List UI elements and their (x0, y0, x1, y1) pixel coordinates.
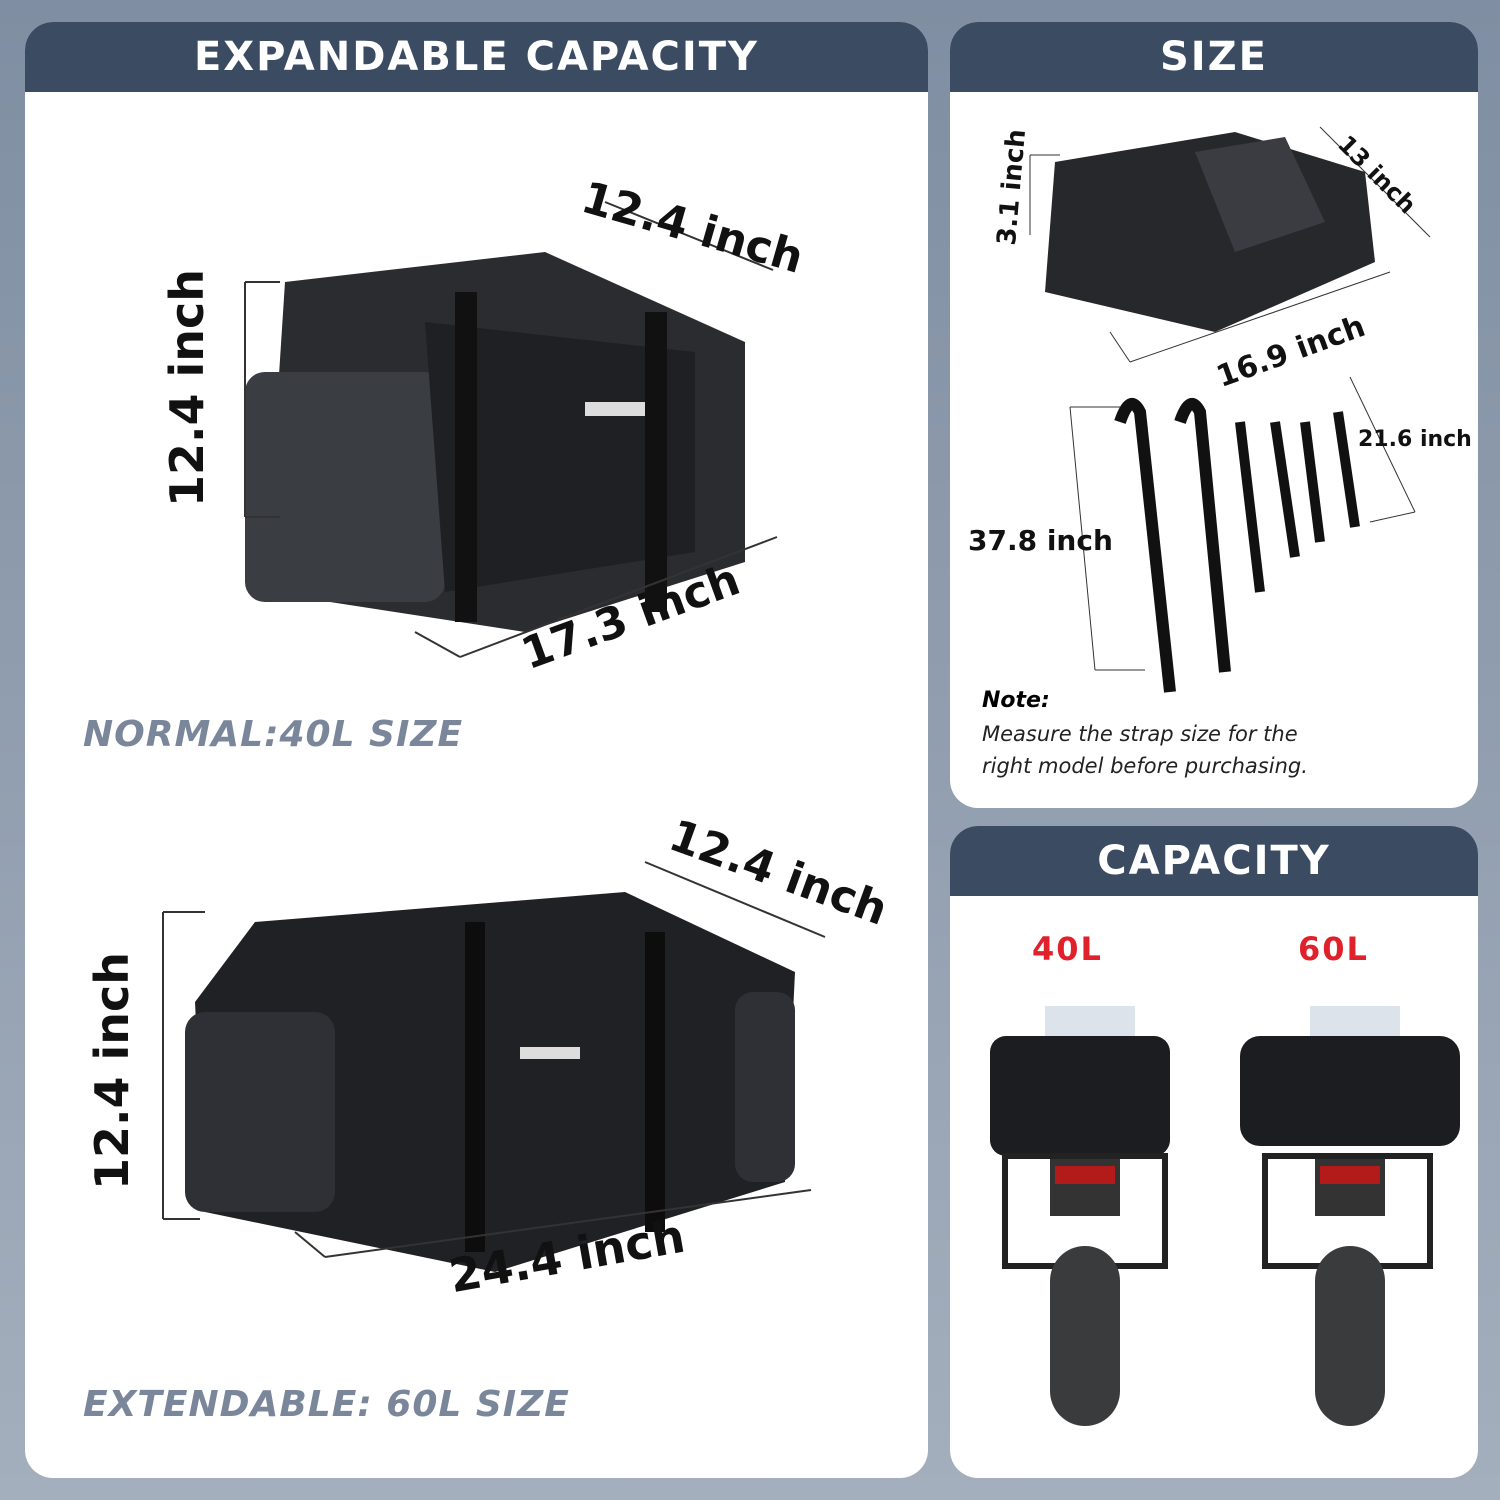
extended-bag-image (185, 892, 795, 1272)
motorcycle-40l-image (990, 1006, 1170, 1426)
extended-height-label: 12.4 inch (85, 951, 139, 1190)
bag-base-image (1045, 132, 1375, 332)
normal-size-caption: NORMAL:40L SIZE (83, 714, 464, 755)
note-text-line1: Measure the strap size for the (982, 722, 1298, 746)
long-strap-label: 37.8 inch (968, 524, 1113, 557)
short-strap-label: 21.6 inch (1358, 427, 1472, 452)
size-dimension-lines (1029, 126, 1431, 671)
size-panel: SIZE 3.1 inch 13 inch 16.9 inch 37.8 inc… (950, 22, 1478, 808)
panel-title: EXPANDABLE CAPACITY (25, 22, 928, 92)
normal-dimension-lines (244, 201, 778, 658)
panel-title: CAPACITY (950, 826, 1478, 896)
normal-height-label: 12.4 inch (160, 268, 214, 507)
extended-dimension-lines (162, 861, 826, 1258)
note-text-line2: right model before purchasing. (982, 754, 1308, 778)
straps-image (1114, 398, 1360, 693)
extended-size-caption: EXTENDABLE: 60L SIZE (83, 1384, 570, 1425)
note-label: Note: (982, 688, 1050, 713)
normal-bag-image (245, 252, 745, 632)
panel-title: SIZE (950, 22, 1478, 92)
capacity-60l-label: 60L (1298, 930, 1369, 968)
capacity-40l-label: 40L (1032, 930, 1103, 968)
capacity-panel: CAPACITY 40L 60L (950, 826, 1478, 1478)
expandable-capacity-panel: EXPANDABLE CAPACITY 12.4 inch 12.4 inch … (25, 22, 928, 1478)
motorcycle-60l-image (1240, 1006, 1460, 1426)
